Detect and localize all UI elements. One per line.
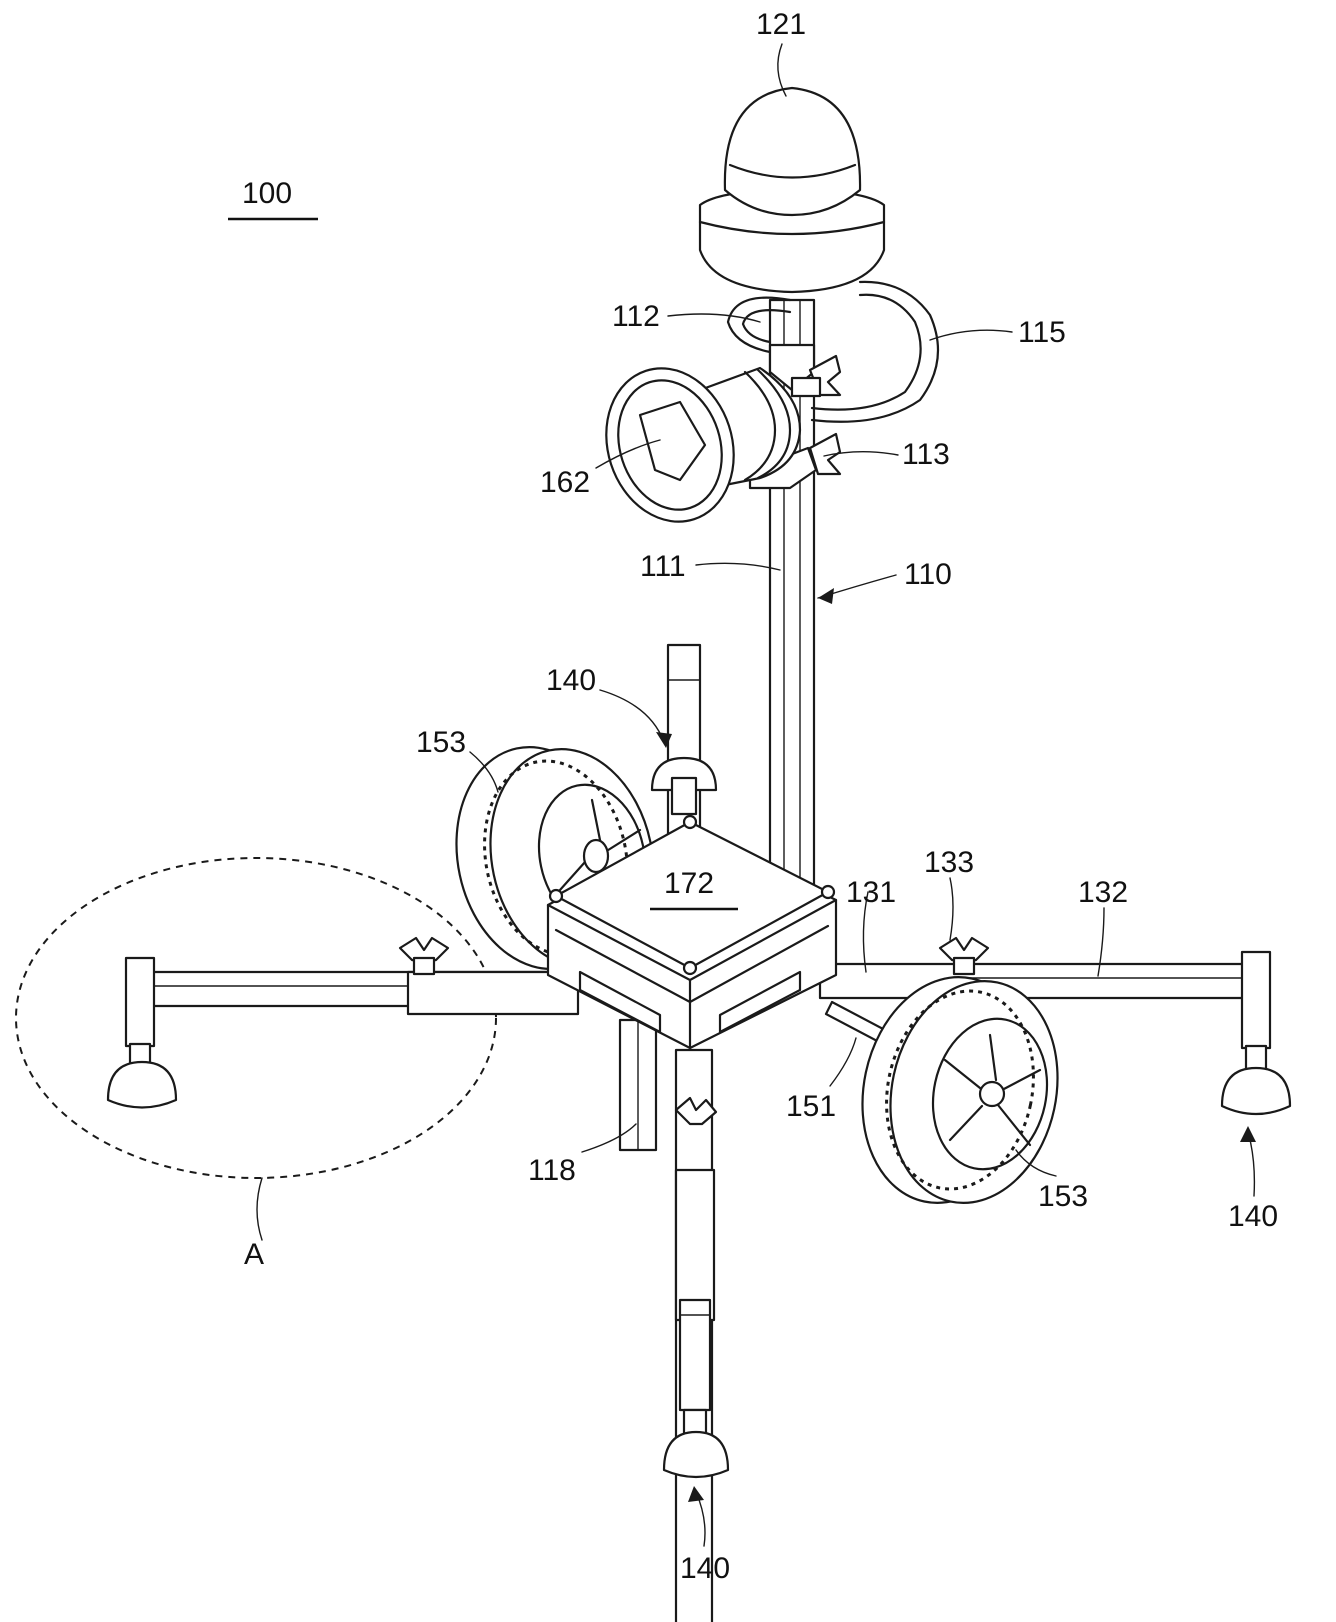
- label-140-top: 140: [546, 664, 596, 697]
- label-100: 100: [242, 177, 292, 210]
- label-115: 115: [1018, 316, 1066, 349]
- label-153-right: 153: [1038, 1180, 1088, 1213]
- handle: [810, 280, 940, 423]
- leader-lines: [469, 43, 1256, 1547]
- label-162: 162: [540, 466, 590, 499]
- label-111: 111: [640, 550, 686, 583]
- label-172: 172: [664, 867, 714, 900]
- label-a: A: [244, 1238, 264, 1271]
- label-112: 112: [612, 300, 660, 333]
- label-140-bottom: 140: [680, 1552, 730, 1585]
- label-133: 133: [924, 846, 974, 879]
- label-151: 151: [786, 1090, 836, 1123]
- wheel-right: [861, 976, 1059, 1204]
- label-140-right: 140: [1228, 1200, 1278, 1233]
- label-121: 121: [756, 8, 806, 41]
- label-131: 131: [846, 876, 896, 909]
- lamp-bracket: [748, 343, 842, 490]
- label-113: 113: [902, 438, 950, 471]
- rear-leg: [650, 643, 718, 847]
- detail-region-a: [15, 857, 497, 1179]
- leg-right: [818, 936, 1292, 1116]
- dome-light: [698, 86, 886, 294]
- label-153-left: 153: [416, 726, 466, 759]
- control-box: [546, 814, 838, 1050]
- leg-bottom: [662, 1048, 730, 1622]
- label-132: 132: [1078, 876, 1128, 909]
- spot-lamp: [605, 366, 802, 523]
- leg-left: [106, 936, 580, 1109]
- label-118: 118: [528, 1154, 576, 1187]
- label-110: 110: [904, 558, 952, 591]
